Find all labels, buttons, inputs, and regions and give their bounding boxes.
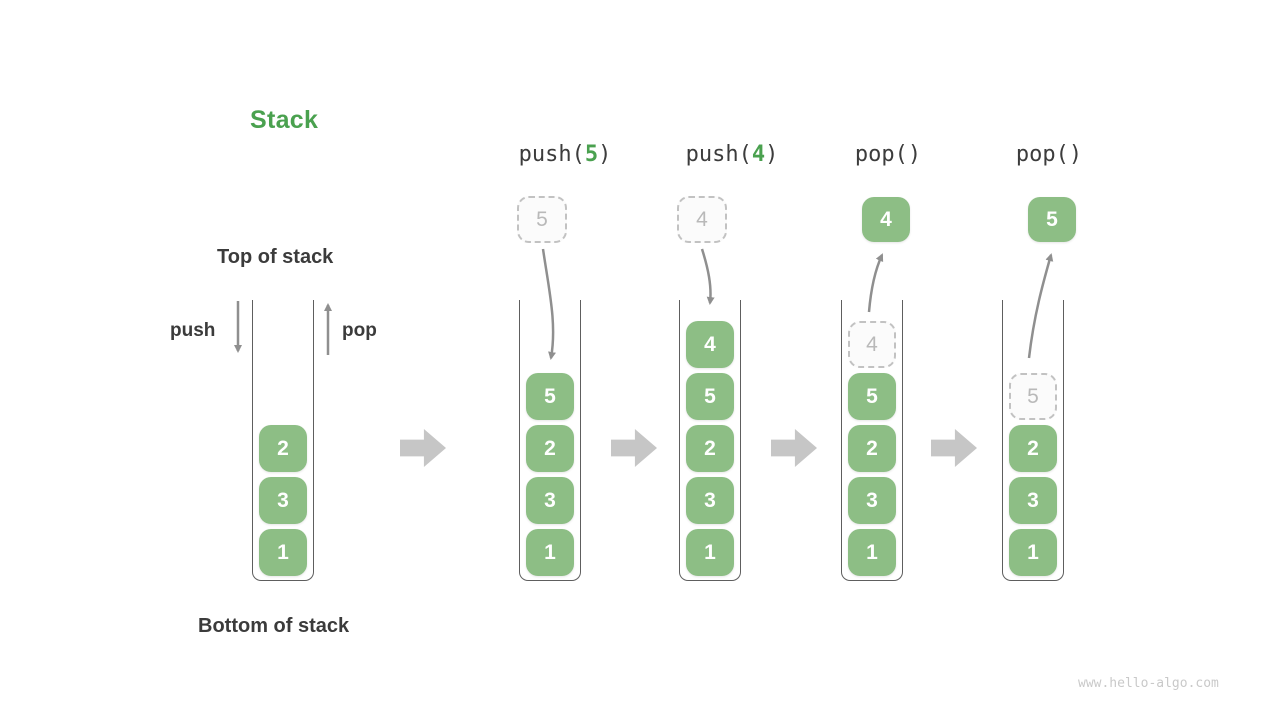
stack-cell: 3	[1009, 477, 1057, 524]
stack-cell: 2	[848, 425, 896, 472]
op-arg: 4	[751, 142, 766, 167]
op-label-push-4: push(4)	[652, 142, 812, 167]
op-text: pop(	[854, 142, 908, 167]
incoming-cell: 5	[517, 196, 567, 243]
step-arrow-icon	[931, 429, 977, 467]
stack-cell: 1	[1009, 529, 1057, 576]
step-arrow-icon	[400, 429, 446, 467]
stack-cell: 3	[526, 477, 574, 524]
op-text: push(	[518, 142, 585, 167]
stack-after-pop-4: 4 5 2 3 1	[841, 300, 903, 581]
stack-cell: 3	[686, 477, 734, 524]
stack-cell: 2	[526, 425, 574, 472]
incoming-cell: 4	[677, 196, 727, 243]
stack-after-push-4: 4 5 2 3 1	[679, 300, 741, 581]
stack-cell: 1	[259, 529, 307, 576]
stack-cell-ghost: 4	[848, 321, 896, 368]
op-text: push(	[685, 142, 752, 167]
op-label-pop-2: pop()	[969, 142, 1129, 167]
diagram-title: Stack	[250, 106, 319, 134]
stack-cell: 4	[686, 321, 734, 368]
stack-cell-ghost: 5	[1009, 373, 1057, 420]
step-arrow-icon	[771, 429, 817, 467]
stack-after-pop-5: 5 2 3 1	[1002, 300, 1064, 581]
step-arrow-icon	[611, 429, 657, 467]
op-text: )	[598, 142, 612, 167]
stack-cell: 2	[686, 425, 734, 472]
stack-cell: 5	[848, 373, 896, 420]
stack-cell: 5	[526, 373, 574, 420]
op-text: )	[1068, 142, 1083, 167]
op-text: )	[907, 142, 922, 167]
stack-initial: 2 3 1	[252, 300, 314, 581]
stack-cell: 3	[848, 477, 896, 524]
pop-label: pop	[342, 320, 377, 341]
push4-curve-arrow-icon	[700, 248, 715, 305]
stack-cell: 2	[1009, 425, 1057, 472]
bottom-of-stack-label: Bottom of stack	[198, 615, 350, 637]
push-label: push	[170, 320, 216, 341]
stack-cell: 1	[526, 529, 574, 576]
stack-cell: 2	[259, 425, 307, 472]
popped-cell: 4	[862, 197, 910, 242]
op-label-pop-1: pop()	[808, 142, 968, 167]
stack-after-push-5: 5 2 3 1	[519, 300, 581, 581]
watermark: www.hello-algo.com	[1078, 676, 1219, 691]
stack-cell: 1	[686, 529, 734, 576]
top-of-stack-label: Top of stack	[217, 246, 334, 268]
popped-cell: 5	[1028, 197, 1076, 242]
op-label-push-5: push(5)	[485, 142, 645, 167]
op-arg: 5	[584, 142, 599, 167]
stack-cell: 1	[848, 529, 896, 576]
op-text: )	[765, 142, 779, 167]
stack-cell: 5	[686, 373, 734, 420]
stack-cell: 3	[259, 477, 307, 524]
op-text: pop(	[1015, 142, 1069, 167]
